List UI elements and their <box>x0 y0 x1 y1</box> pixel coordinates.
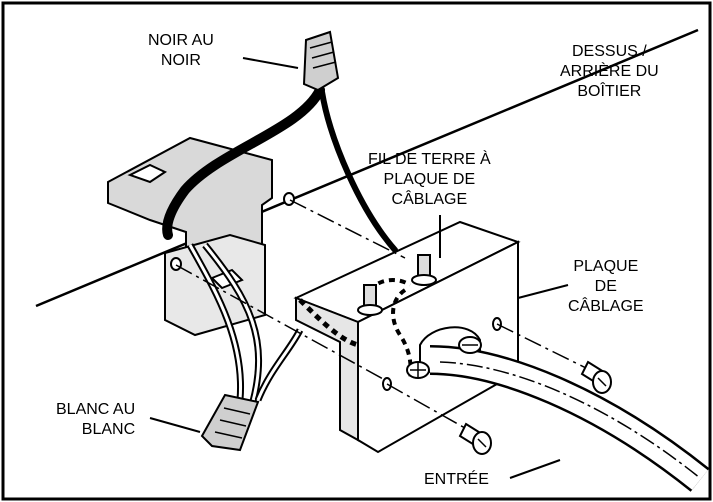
screw-icon-lower <box>458 422 492 455</box>
leader-entry <box>509 459 561 479</box>
leader-white <box>149 417 201 433</box>
assembly-line-1 <box>289 199 406 259</box>
bracket-hole-lower <box>170 257 182 271</box>
label-white-to-white: BLANC AU BLANC <box>56 401 136 438</box>
leader-plate <box>517 284 569 299</box>
white-wire-3-fill <box>256 329 302 401</box>
label-black-to-black: NOIR AU NOIR <box>148 32 214 69</box>
white-wire-2-fill <box>203 244 260 406</box>
screw-icon-clamp <box>406 336 482 379</box>
hidden-wire-black <box>298 298 359 348</box>
assembly-line-2 <box>175 264 386 381</box>
bracket-notch <box>127 163 168 184</box>
bracket-hole <box>283 192 295 206</box>
screw-icon <box>580 360 612 394</box>
ground-screw-icon-2 <box>411 254 437 286</box>
black-wire-branch <box>319 89 398 253</box>
label-entry: ENTRÉE <box>424 471 489 488</box>
leader-black <box>242 57 299 69</box>
housing-edge-line <box>35 28 699 308</box>
label-wiring-plate: PLAQUE DE CÂBLAGE <box>568 258 644 315</box>
label-top-back: DESSUS / ARRIÈRE DU BOÎTIER <box>560 43 659 100</box>
wire-nut-icon <box>302 30 340 92</box>
assembly-line-3 <box>496 323 591 371</box>
wire-nut-icon-white <box>200 393 260 452</box>
assembly-line-4 <box>386 383 473 433</box>
conduit-cable-centerline <box>439 361 701 479</box>
white-wire-1-fill <box>188 244 243 401</box>
hidden-ground-wire <box>391 288 413 381</box>
label-ground-wire: FIL DE TERRE À PLAQUE DE CÂBLAGE <box>368 151 491 208</box>
black-wire-main <box>162 85 325 240</box>
ground-screw-icon <box>357 284 383 316</box>
